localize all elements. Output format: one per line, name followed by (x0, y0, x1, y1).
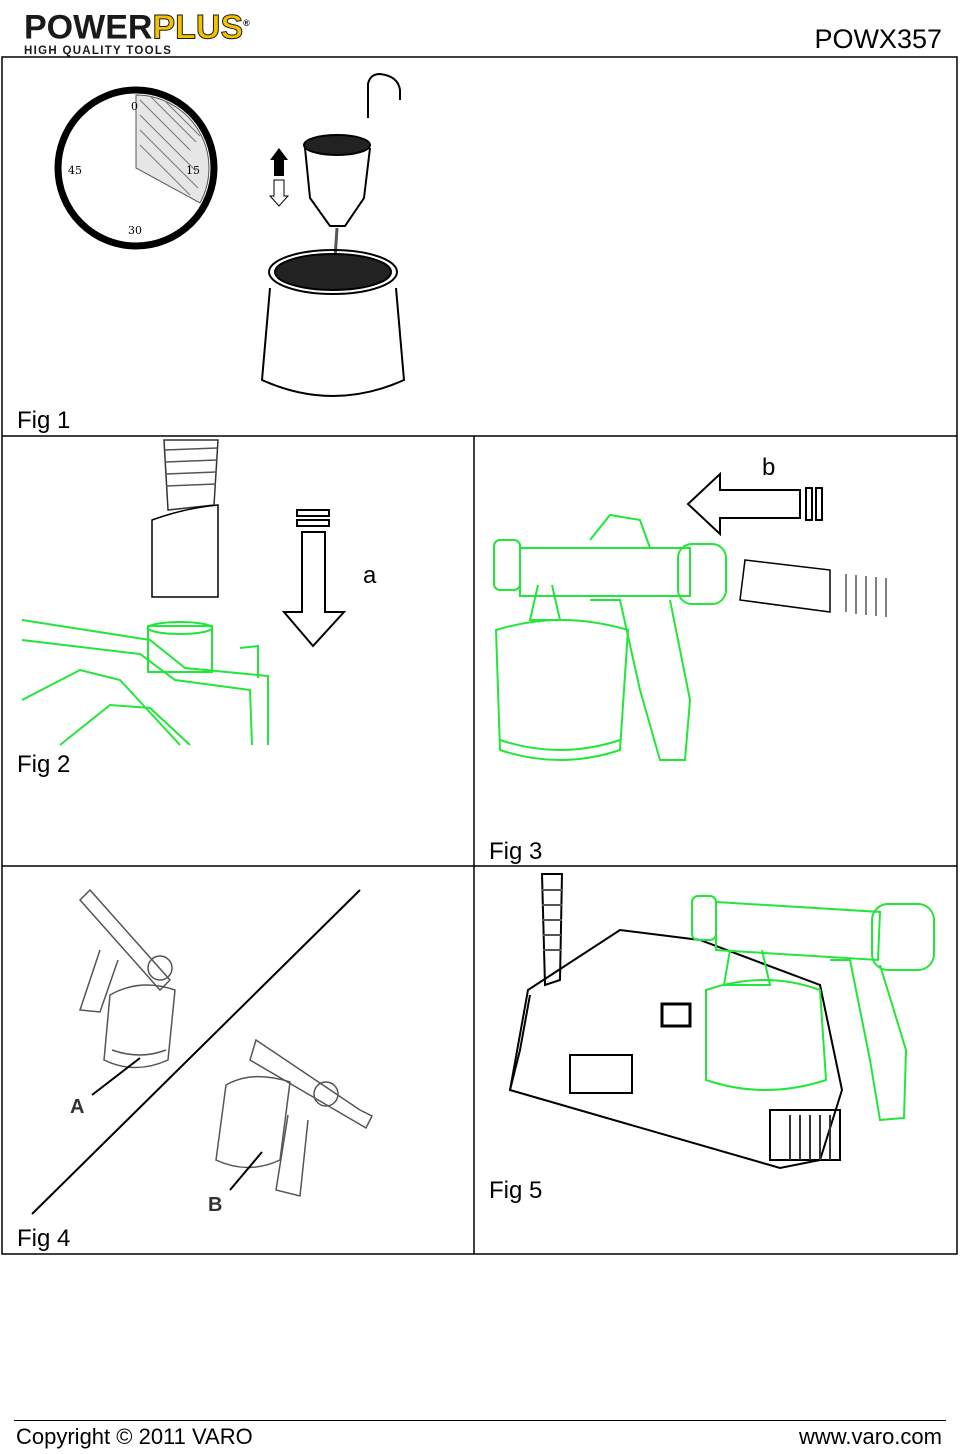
left-arrow-icon (686, 471, 823, 537)
fig2-caption: Fig 2 (17, 751, 70, 778)
brand-tagline: HIGH QUALITY TOOLS (24, 45, 173, 58)
down-arrow-icon (281, 509, 347, 648)
hose-connector-icon (151, 439, 219, 598)
paint-container-icon (260, 249, 406, 397)
fig4-label-b: B (208, 1194, 222, 1216)
timer-label-45: 45 (68, 164, 82, 177)
timer-label-30: 30 (128, 224, 142, 237)
fig4-label-a: A (70, 1096, 84, 1118)
fig1-caption: Fig 1 (17, 407, 70, 434)
timer-label-15: 15 (186, 164, 200, 177)
pointer-b (229, 1151, 263, 1191)
hose-end-icon (739, 559, 887, 617)
footer-rule (14, 1420, 946, 1421)
divider-line (31, 889, 361, 1215)
timer-label-0: 0 (131, 100, 138, 113)
timer-dial-icon (54, 86, 218, 250)
docked-unit-icon (508, 873, 844, 1170)
footer-copyright: Copyright © 2011 VARO (16, 1424, 253, 1449)
fig4-caption: Fig 4 (17, 1225, 70, 1252)
fig2-label-a: a (363, 562, 377, 589)
up-down-arrow-icon (268, 148, 290, 207)
footer-url: www.varo.com (798, 1424, 942, 1449)
brand-name-right: PLUS (152, 8, 244, 47)
fig5-caption: Fig 5 (489, 1177, 542, 1204)
model-number: POWX357 (814, 24, 942, 54)
registered-mark: ® (243, 18, 250, 28)
fig3-caption: Fig 3 (489, 838, 542, 865)
paint-unit-icon (21, 619, 269, 746)
brand-logo: POWERPLUS® HIGH QUALITY TOOLS (24, 6, 294, 58)
spray-gun-tilted-b-icon (215, 1038, 374, 1197)
pointer-a (91, 1057, 141, 1096)
fig3-label-b: b (762, 454, 775, 481)
docked-spray-gun-icon (691, 895, 935, 1122)
spray-gun-icon (493, 513, 727, 761)
spray-gun-tilted-a-icon (78, 888, 176, 1069)
brand-name-left: POWER (24, 8, 153, 47)
